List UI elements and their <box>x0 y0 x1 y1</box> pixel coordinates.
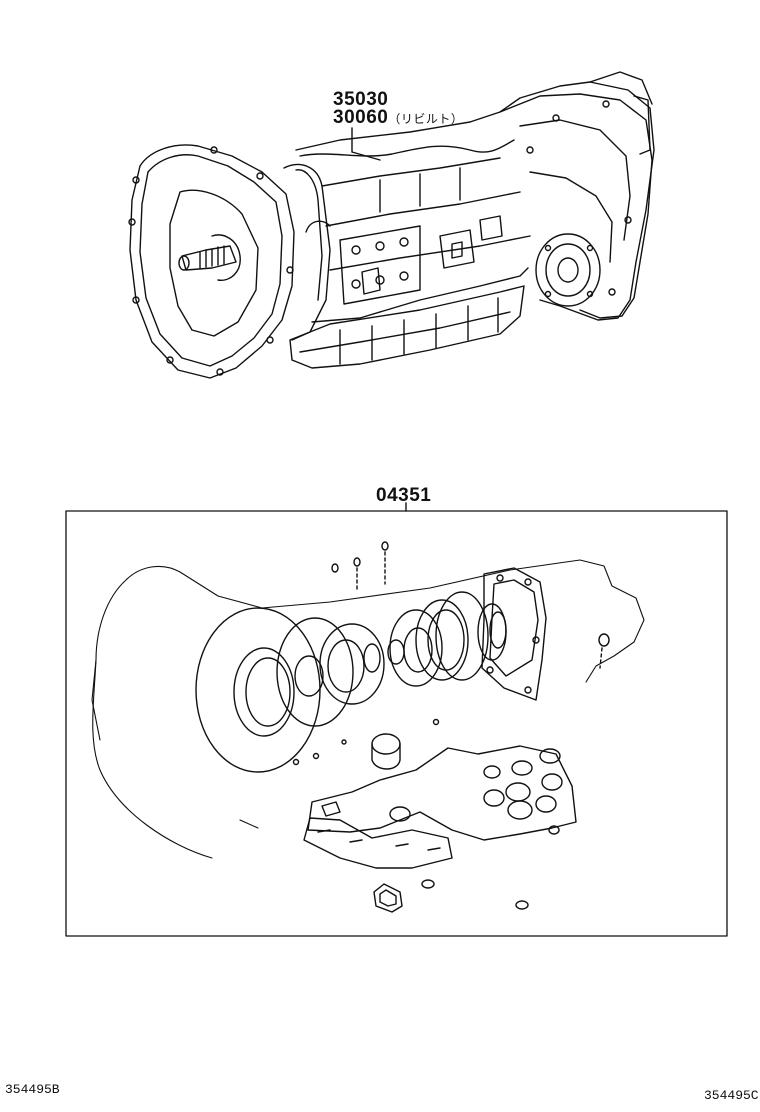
kit-frame <box>65 510 728 937</box>
kit-contents-drawing <box>91 541 645 913</box>
rebuilt-note: （リビルト） <box>388 112 464 126</box>
part-number-35030: 35030 <box>333 89 389 110</box>
part-number-30060-value: 30060 <box>333 107 389 128</box>
reference-code-right: 354495C <box>704 1088 759 1103</box>
part-number-30060: 30060（リビルト） <box>333 108 463 127</box>
reference-code-left: 354495B <box>5 1082 60 1097</box>
transmission-assembly-drawing <box>128 71 655 379</box>
part-number-04351: 04351 <box>376 485 432 506</box>
